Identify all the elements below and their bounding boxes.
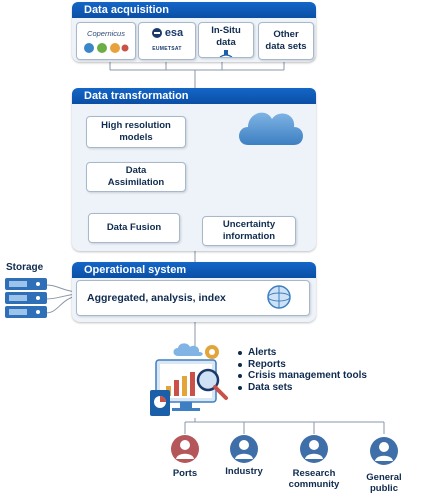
output-item-reports: Reports — [236, 359, 367, 371]
buoy-icon — [219, 50, 233, 57]
insitu-label: In-Situ data — [211, 25, 241, 48]
output-item-alerts: Alerts — [236, 347, 367, 359]
operational-system-title: Operational system — [72, 262, 316, 278]
analytics-dashboard-icon — [150, 343, 228, 416]
industry-person-icon — [230, 435, 258, 463]
outputs-list: Alerts Reports Crisis management tools D… — [236, 347, 367, 393]
globe-gear-icon — [267, 285, 291, 309]
public-person-icon — [370, 437, 398, 465]
data-acquisition-title: Data acquisition — [72, 2, 316, 18]
other-data-sets-label: Other data sets — [265, 29, 307, 52]
aggregated-analysis-text: Aggregated, analysis, index — [87, 292, 226, 304]
esa-eumetsat-source-card: esa EUMETSAT — [138, 22, 196, 60]
copernicus-logo-text: Copernicus — [87, 29, 125, 38]
research-person-icon — [300, 435, 328, 463]
stakeholder-public-label: General public — [366, 472, 402, 494]
data-transformation-title: Data transformation — [72, 88, 316, 104]
output-item-crisis-tools: Crisis management tools — [236, 370, 367, 382]
stakeholder-ports-label: Ports — [172, 468, 198, 479]
output-item-data-sets: Data sets — [236, 382, 367, 394]
storage-server-icon — [5, 278, 47, 318]
cloud-icon — [239, 112, 303, 145]
copernicus-satellite-icons — [84, 43, 129, 53]
other-data-sets-card: Other data sets — [258, 22, 314, 60]
eumetsat-logo-text: EUMETSAT — [152, 46, 182, 52]
stakeholder-research-label: Research community — [288, 468, 340, 490]
data-acquisition-panel: Data acquisition Copernicus esa EUMETSAT… — [72, 2, 316, 62]
high-resolution-models-card: High resolution models — [86, 116, 186, 148]
uncertainty-information-card: Uncertainty information — [202, 216, 296, 246]
ports-person-icon — [171, 435, 199, 463]
data-transformation-panel: Data transformation High resolution mode… — [72, 88, 316, 251]
stakeholder-industry-label: Industry — [225, 466, 263, 477]
storage-label: Storage — [6, 262, 44, 273]
esa-logo-icon — [151, 28, 162, 38]
data-assimilation-card: Data Assimilation — [86, 162, 186, 192]
copernicus-source-card: Copernicus — [76, 22, 136, 60]
data-fusion-card: Data Fusion — [88, 213, 180, 243]
esa-logo-text: esa — [164, 27, 184, 39]
insitu-source-card: In-Situ data — [198, 22, 254, 58]
